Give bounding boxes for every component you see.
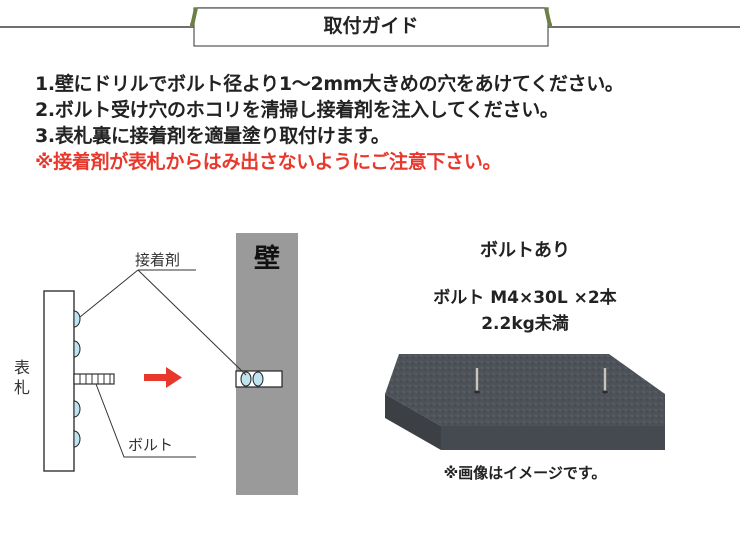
- bolt-label: ボルト: [128, 436, 173, 454]
- adhesive-dot-1: [73, 310, 81, 328]
- warning-note: ※接着剤が表札からはみ出さないようにご注意下さい。: [35, 151, 502, 173]
- wall-label: 壁: [254, 243, 280, 274]
- product-spec-line-2: 2.2kg未満: [481, 314, 569, 334]
- hole-adhesive-2: [252, 371, 264, 387]
- product-panel: ボルトあり ボルト M4×30L ×2本 2.2kg未満: [340, 230, 710, 500]
- installation-diagram: 壁 接着剤 ボルト: [0, 225, 320, 495]
- nameplate-label-char-2: 札: [14, 378, 30, 397]
- nameplate-photo-svg: [385, 354, 665, 450]
- product-title: ボルトあり: [480, 240, 570, 261]
- plate-front-face: [441, 426, 665, 450]
- adhesive-dot-4: [73, 430, 81, 448]
- adhesive-dot-2: [73, 340, 81, 358]
- header-tab: 取付ガイド: [190, 4, 552, 48]
- product-spec: ボルト M4×30L ×2本 2.2kg未満: [340, 285, 710, 337]
- wall-shape: [236, 233, 298, 495]
- plate-top-face: [385, 354, 665, 426]
- hole-adhesive-1: [240, 371, 252, 387]
- adhesive-label: 接着剤: [135, 251, 180, 269]
- image-disclaimer: ※画像はイメージです。: [443, 464, 607, 482]
- adhesive-leader-2: [137, 269, 247, 376]
- header-tab-frame: [190, 7, 552, 47]
- installation-diagram-svg: 壁 接着剤 ボルト: [14, 233, 298, 495]
- adhesive-dot-3: [73, 400, 81, 418]
- bolt-pin-2: [602, 368, 608, 394]
- instructions-list: 1.壁にドリルでボルト径より1〜2mm大きめの穴をあけてください。 2.ボルト受…: [35, 71, 725, 175]
- page-title: 取付ガイド: [323, 15, 419, 37]
- nameplate-shape: [43, 290, 75, 472]
- bolt-shape: [73, 373, 115, 385]
- adhesive-leader-1: [79, 269, 139, 318]
- instruction-step-2: 2.ボルト受け穴のホコリを清掃し接着剤を注入してください。: [35, 99, 559, 121]
- bolt-pin-1: [474, 368, 480, 394]
- instruction-step-1: 1.壁にドリルでボルト径より1〜2mm大きめの穴をあけてください。: [35, 73, 624, 95]
- product-spec-line-1: ボルト M4×30L ×2本: [433, 288, 617, 308]
- instruction-step-3: 3.表札裏に接着剤を適量塗り取付けます。: [35, 125, 390, 147]
- bolt-leader: [95, 383, 196, 458]
- plate-left-face: [385, 394, 441, 450]
- nameplate-label-char-1: 表: [14, 358, 30, 377]
- direction-arrow: [144, 367, 182, 388]
- product-photo: [385, 354, 670, 458]
